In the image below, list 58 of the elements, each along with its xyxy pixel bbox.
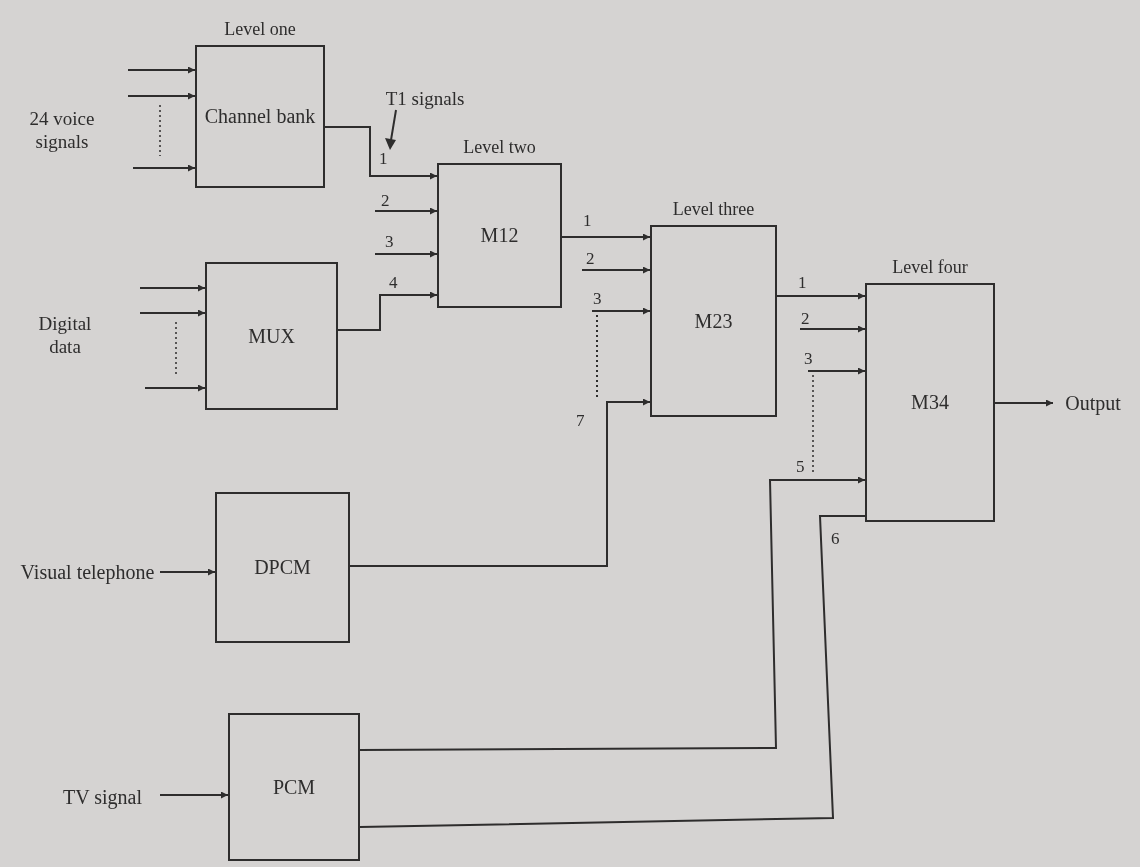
- connector-arrow: [159, 568, 216, 576]
- level-label: Level four: [892, 257, 968, 278]
- edge-label: 1: [378, 150, 389, 167]
- connector-arrow: [159, 791, 229, 799]
- block-box: [195, 45, 325, 188]
- edge-label: 3: [384, 233, 395, 250]
- edge-label: 5: [795, 458, 806, 475]
- block-label: PCM: [272, 775, 316, 799]
- edge-label: 6: [830, 530, 841, 547]
- block-box: [650, 225, 777, 417]
- connector-arrow: [807, 367, 866, 375]
- edge-label: 1: [797, 274, 808, 291]
- signal-label: TV signal: [45, 765, 160, 829]
- level-label: Level two: [463, 137, 536, 158]
- connector-arrow: [799, 325, 866, 333]
- block-label: M34: [911, 391, 949, 414]
- block-label: MUX: [248, 324, 295, 348]
- block-box: [437, 163, 562, 308]
- connector-arrow: [561, 233, 651, 241]
- edge-label: 1: [582, 212, 593, 229]
- connector-arrow: [127, 92, 196, 100]
- connector-arrow: [132, 164, 196, 172]
- connector-arrow: [144, 384, 206, 392]
- connector-arrow: [374, 250, 438, 258]
- block-label: DPCM: [254, 556, 311, 579]
- connector-arrow: [581, 266, 651, 274]
- annotation-label: Digital data: [37, 313, 93, 359]
- level-label: Level one: [224, 19, 296, 40]
- signal-label: Output: [1053, 391, 1133, 415]
- connector-arrow: [139, 284, 206, 292]
- connector-arrow: [337, 291, 438, 331]
- block-label: M12: [480, 224, 519, 247]
- edge-label: 3: [592, 290, 603, 307]
- edge-label: 7: [575, 412, 586, 429]
- block-box: [215, 492, 350, 643]
- connector-arrow: [324, 126, 438, 180]
- connector-arrow: [994, 399, 1054, 407]
- edge-label: 2: [800, 310, 811, 327]
- block-box: [205, 262, 338, 410]
- block-label: M23: [694, 309, 733, 333]
- block-box: [228, 713, 360, 861]
- connector-arrow: [139, 309, 206, 317]
- annotation-label: 24 voice signals: [28, 108, 96, 154]
- connector-arrow: [591, 307, 651, 315]
- signal-label: Visual telephone: [15, 540, 160, 604]
- edge-label: 2: [380, 192, 391, 209]
- connector-arrow: [359, 476, 866, 751]
- connector-arrow: [776, 292, 866, 300]
- connector-arrow: [127, 66, 196, 74]
- edge-label: 2: [585, 250, 596, 267]
- edge-label: 4: [388, 274, 399, 291]
- connector-arrow: [374, 207, 438, 215]
- block-label: Channel bank: [204, 105, 316, 128]
- connector-arrow: [349, 398, 651, 567]
- block-box: [865, 283, 995, 522]
- annotation-label: T1 signals: [384, 88, 466, 111]
- edge-label: 3: [803, 350, 814, 367]
- level-label: Level three: [672, 199, 755, 220]
